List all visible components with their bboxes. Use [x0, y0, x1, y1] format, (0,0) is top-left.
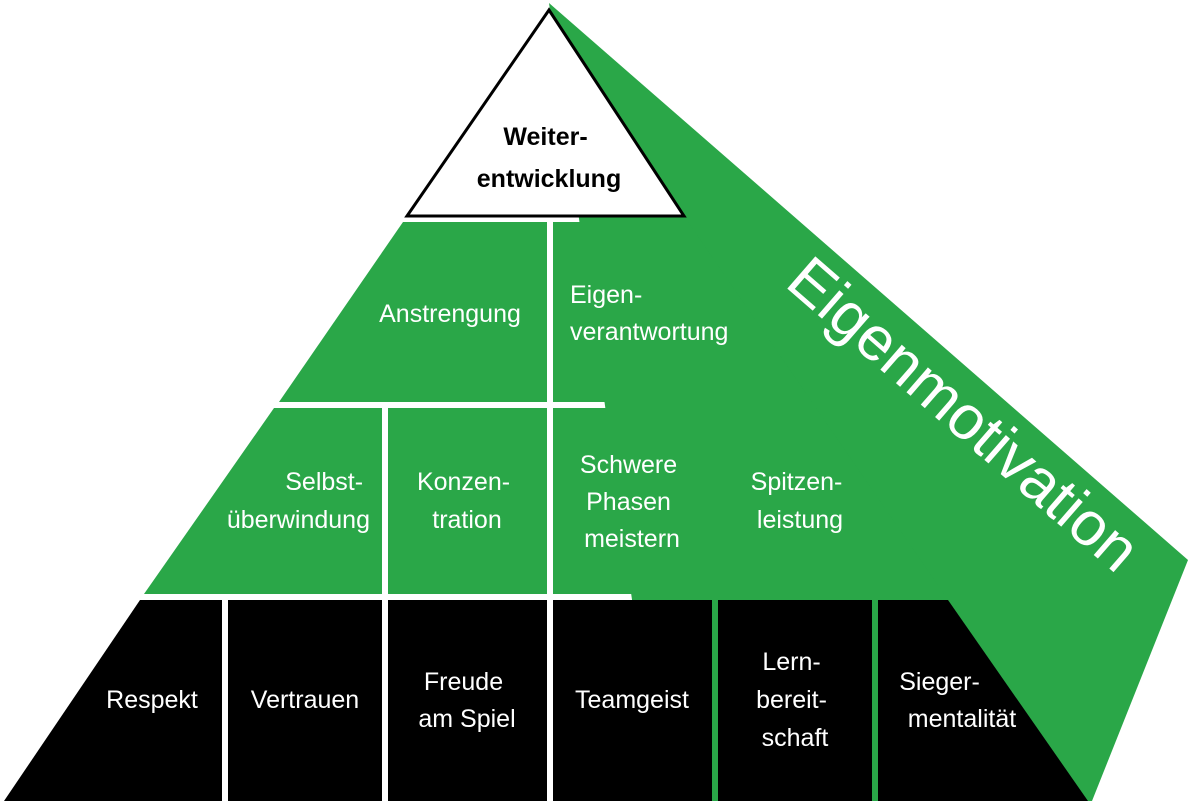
block-freude — [388, 600, 547, 801]
block-label: Spitzen- leistung — [751, 468, 850, 534]
row-2: Anstrengung Eigen- verantwortung — [279, 222, 812, 402]
block-label: Vertrauen — [251, 686, 359, 714]
block-label: Teamgeist — [575, 686, 689, 714]
block-spitzenleistung — [718, 408, 944, 594]
block-label: Schwere Phasen meistern — [580, 451, 684, 553]
block-label: Eigen- verantwortung — [570, 281, 728, 346]
block-selbstueberwindung — [144, 408, 382, 594]
top-label: Weiter- entwicklung — [477, 123, 621, 193]
block-label: Anstrengung — [379, 300, 521, 328]
block-label: Freude am Spiel — [418, 668, 515, 733]
block-label: Selbst- überwindung — [227, 468, 370, 534]
block-lernbereitschaft — [718, 600, 872, 801]
block-eigenverantwortung — [553, 222, 812, 402]
top-triangle — [404, 7, 687, 218]
block-anstrengung — [279, 222, 547, 402]
row-3: Selbst- überwindung Konzen- tration Schw… — [144, 408, 944, 594]
block-label: Respekt — [106, 686, 198, 714]
row-4: Respekt Vertrauen Freude am Spiel Teamge… — [4, 600, 1088, 801]
block-label: Lern- bereit- schaft — [756, 648, 834, 752]
block-label: Sieger- mentalität — [899, 668, 1016, 733]
block-siegermentalitaet — [878, 600, 1088, 801]
block-teamgeist — [553, 600, 712, 801]
block-respekt — [4, 600, 222, 801]
top-label-line1: Weiter- — [503, 123, 587, 151]
block-label: Konzen- tration — [417, 468, 517, 534]
block-vertrauen — [228, 600, 382, 801]
top-label-line2: entwicklung — [477, 165, 621, 193]
block-konzentration — [388, 408, 547, 594]
block-schwere-phasen — [553, 408, 712, 594]
